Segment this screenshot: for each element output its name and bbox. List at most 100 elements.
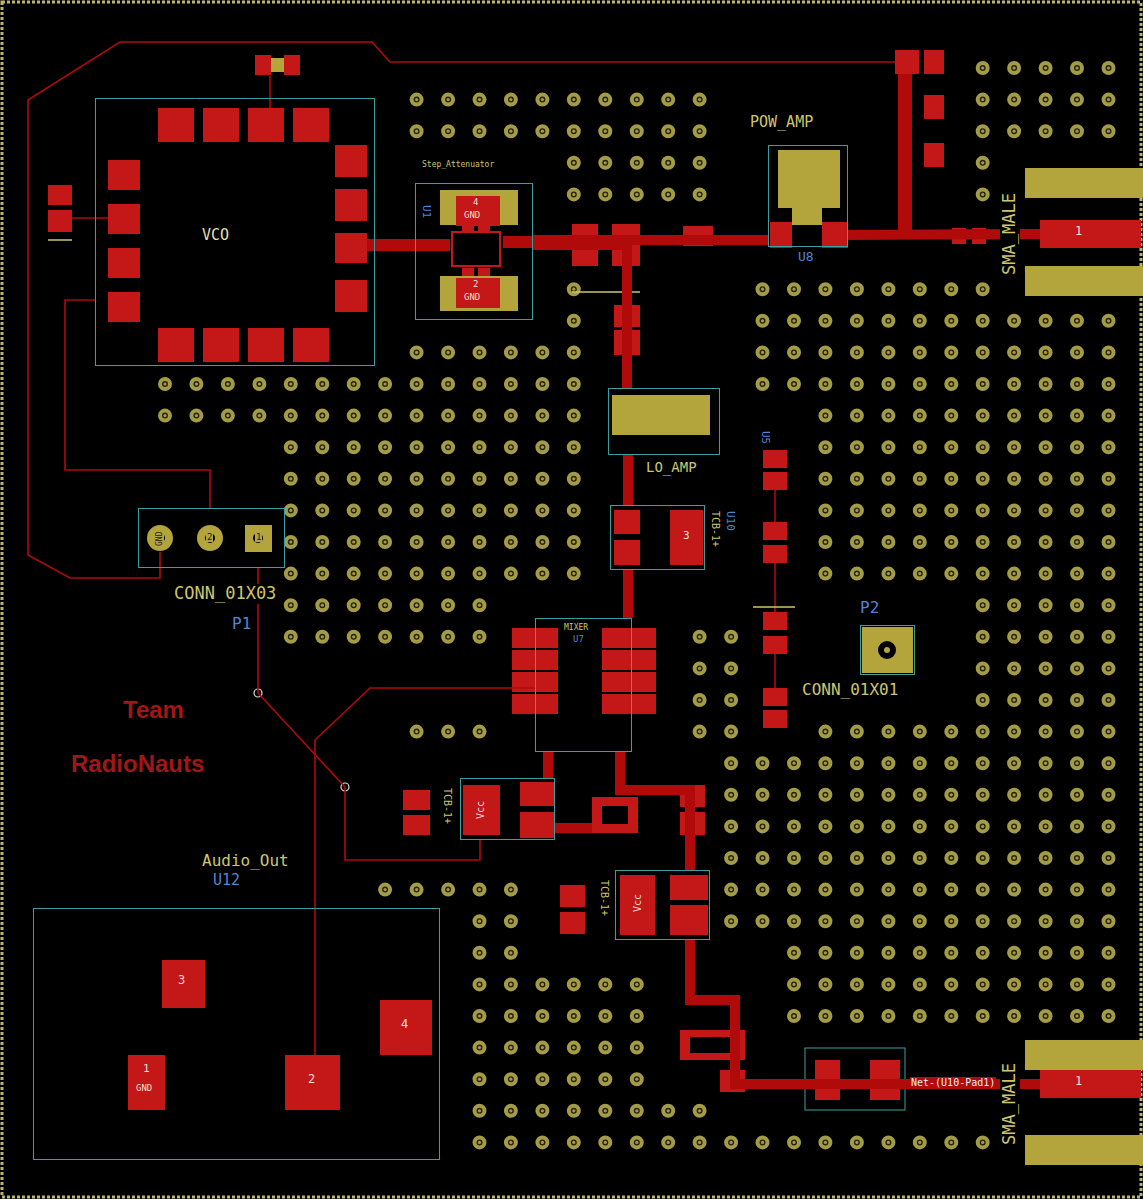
via bbox=[506, 537, 516, 547]
via-ring bbox=[883, 411, 893, 421]
via-ring bbox=[946, 1011, 956, 1021]
copper-pad bbox=[924, 50, 944, 74]
silkscreen-label: SMA_MALE bbox=[1000, 1062, 1020, 1146]
via-drill bbox=[824, 793, 827, 796]
via-drill bbox=[478, 920, 481, 923]
via bbox=[915, 979, 925, 989]
via bbox=[569, 126, 579, 136]
via-ring bbox=[663, 95, 673, 105]
via bbox=[820, 411, 830, 421]
via-ring bbox=[537, 1011, 547, 1021]
via bbox=[569, 474, 579, 484]
via-ring bbox=[1009, 821, 1019, 831]
copper-pad bbox=[255, 55, 271, 75]
via bbox=[978, 663, 988, 673]
via-ring bbox=[695, 158, 705, 168]
copper-pad bbox=[763, 688, 787, 706]
via-ring bbox=[443, 95, 453, 105]
via-drill bbox=[730, 856, 733, 859]
via-ring bbox=[537, 1137, 547, 1147]
via bbox=[758, 1137, 768, 1147]
via-ring bbox=[1041, 569, 1051, 579]
via-ring bbox=[852, 1137, 862, 1147]
via-ring bbox=[820, 284, 830, 294]
via bbox=[506, 1074, 516, 1084]
gold-pad bbox=[440, 190, 518, 225]
via-ring bbox=[695, 632, 705, 642]
via bbox=[506, 95, 516, 105]
via bbox=[852, 411, 862, 421]
via-drill bbox=[1013, 446, 1016, 449]
via-ring bbox=[695, 695, 705, 705]
via-drill bbox=[541, 983, 544, 986]
via-ring bbox=[506, 1074, 516, 1084]
silkscreen-label: 1 bbox=[255, 532, 262, 542]
via bbox=[600, 979, 610, 989]
via bbox=[1041, 790, 1051, 800]
via bbox=[946, 727, 956, 737]
via bbox=[663, 1137, 673, 1147]
via bbox=[537, 1137, 547, 1147]
via bbox=[1009, 95, 1019, 105]
via bbox=[883, 1011, 893, 1021]
via-ring bbox=[1009, 885, 1019, 895]
via-ring bbox=[537, 347, 547, 357]
via bbox=[412, 442, 422, 452]
via-ring bbox=[506, 885, 516, 895]
via bbox=[978, 95, 988, 105]
via bbox=[820, 727, 830, 737]
via-ring bbox=[758, 316, 768, 326]
via-drill bbox=[163, 414, 166, 417]
via bbox=[569, 1106, 579, 1116]
via-drill bbox=[478, 888, 481, 891]
via bbox=[1104, 411, 1114, 421]
via-drill bbox=[1107, 604, 1110, 607]
via-drill bbox=[1013, 667, 1016, 670]
via-ring bbox=[506, 379, 516, 389]
via bbox=[852, 284, 862, 294]
via-drill bbox=[541, 414, 544, 417]
via bbox=[569, 1043, 579, 1053]
via bbox=[1104, 916, 1114, 926]
via-ring bbox=[852, 411, 862, 421]
via bbox=[569, 95, 579, 105]
via-drill bbox=[698, 161, 701, 164]
via bbox=[789, 916, 799, 926]
via-drill bbox=[824, 888, 827, 891]
via-drill bbox=[1107, 698, 1110, 701]
via-drill bbox=[509, 130, 512, 133]
component-outline: TCB-1+U10 bbox=[610, 505, 705, 570]
via-drill bbox=[1107, 477, 1110, 480]
via-drill bbox=[635, 161, 638, 164]
via-drill bbox=[824, 540, 827, 543]
copper-trace-segment bbox=[413, 239, 450, 251]
via-drill bbox=[667, 98, 670, 101]
via bbox=[1041, 63, 1051, 73]
via bbox=[506, 1106, 516, 1116]
via-drill bbox=[730, 920, 733, 923]
via-drill bbox=[1013, 382, 1016, 385]
via-ring bbox=[1072, 63, 1082, 73]
thin-trace bbox=[28, 42, 905, 688]
via-ring bbox=[349, 379, 359, 389]
via-drill bbox=[478, 635, 481, 638]
via-ring bbox=[915, 316, 925, 326]
via-drill bbox=[855, 509, 858, 512]
via-ring bbox=[1041, 948, 1051, 958]
via-ring bbox=[820, 442, 830, 452]
silkscreen-label: SMA_MALE bbox=[1000, 192, 1020, 276]
via bbox=[1072, 663, 1082, 673]
via bbox=[978, 126, 988, 136]
via-ring bbox=[883, 790, 893, 800]
via-ring bbox=[475, 916, 485, 926]
via-drill bbox=[289, 509, 292, 512]
via bbox=[978, 695, 988, 705]
via-ring bbox=[443, 569, 453, 579]
via-drill bbox=[1075, 793, 1078, 796]
via-ring bbox=[1104, 853, 1114, 863]
via-drill bbox=[761, 762, 764, 765]
via bbox=[380, 537, 390, 547]
via-ring bbox=[160, 411, 170, 421]
copper-trace-segment bbox=[365, 62, 912, 833]
via-drill bbox=[981, 604, 984, 607]
